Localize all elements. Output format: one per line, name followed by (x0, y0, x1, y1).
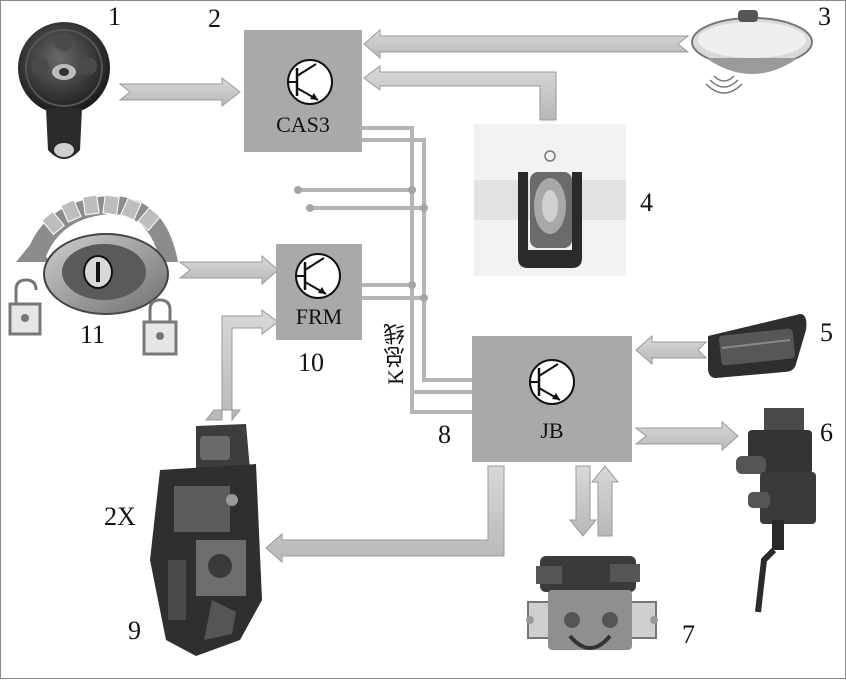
callout-1: 1 (108, 2, 121, 31)
module-jb-label: JB (540, 418, 564, 443)
callout-5: 5 (820, 318, 833, 347)
callout-2: 2 (208, 4, 221, 33)
tailgate-button-icon (708, 314, 807, 378)
callout-2x: 2X (104, 502, 136, 531)
locked-padlock-icon (142, 298, 178, 356)
trunk-latch-icon (526, 556, 658, 650)
unlocked-padlock-icon (8, 278, 42, 336)
callout-3: 3 (818, 2, 831, 31)
door-lock-actuator-icon (150, 424, 262, 656)
callout-7: 7 (682, 620, 695, 649)
fuel-flap-actuator-icon (736, 408, 816, 613)
module-cas3 (244, 30, 362, 152)
key-fob-icon (18, 22, 110, 159)
callout-9: 9 (128, 616, 141, 645)
module-cas3-label: CAS3 (276, 112, 330, 137)
module-jb (472, 336, 632, 462)
interior-mirror-sensor-icon (691, 10, 813, 94)
callout-8: 8 (438, 420, 451, 449)
k-bus-lines (298, 126, 474, 414)
bus-node-dots (294, 186, 428, 302)
lock-switch-icon (474, 124, 626, 276)
transistor-icon (287, 59, 333, 105)
module-frm (276, 244, 362, 340)
callout-6: 6 (820, 418, 833, 447)
callout-11: 11 (80, 320, 106, 349)
steering-lock-dial-icon (16, 194, 178, 315)
callout-10: 10 (298, 348, 324, 377)
module-frm-label: FRM (295, 304, 343, 329)
signal-arrows (118, 28, 739, 564)
callout-4: 4 (640, 188, 653, 217)
